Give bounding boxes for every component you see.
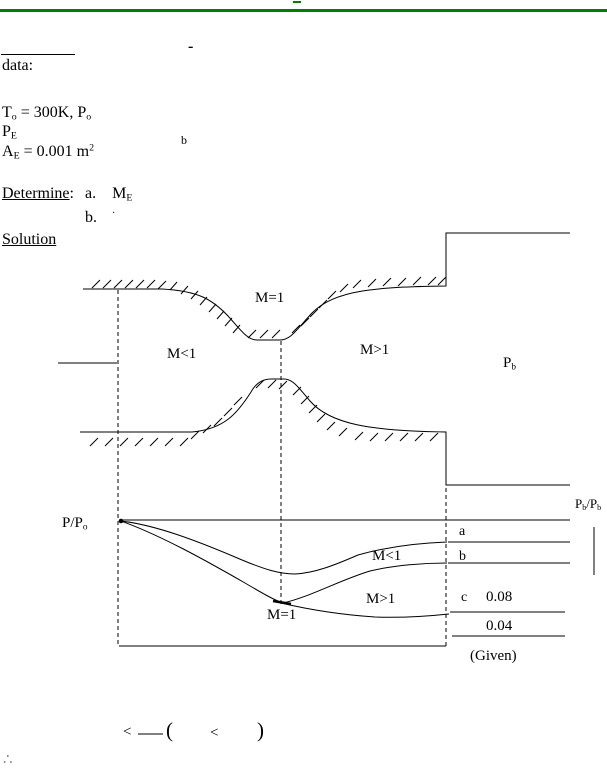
- a-mid: = 0.001 m: [19, 143, 90, 160]
- lower-wall-hatching: [89, 379, 439, 447]
- data-label: data:: [2, 57, 34, 74]
- stray-b: b: [181, 133, 187, 147]
- t-subscript-2: o: [86, 111, 92, 123]
- back-pressure-label: Pb: [503, 355, 516, 372]
- given-line-stagnation: To = 300K, Po: [2, 104, 91, 122]
- determine-line: Determine: a. ME: [2, 185, 132, 203]
- therefore-symbol: ∴: [3, 752, 13, 768]
- header-accent-line: [0, 9, 607, 12]
- determine-label: Determine: [2, 185, 70, 202]
- right-axis-label: Pb/Pb: [575, 496, 601, 512]
- blank-word-underline: [1, 54, 75, 55]
- stray-dash: -: [188, 38, 194, 55]
- a-base: A: [2, 143, 14, 160]
- given-label: (Given): [470, 648, 517, 664]
- right-label-s1: b: [582, 503, 587, 512]
- graph-m-gt-1-label: M>1: [366, 591, 396, 607]
- p-base: P: [2, 123, 11, 140]
- nozzle-m-gt-1-label: M>1: [360, 342, 390, 358]
- nozzle-m-lt-1-label: M<1: [167, 346, 197, 362]
- lower-wall-path: [80, 378, 570, 486]
- graph-m-eq-1-label: M=1: [267, 607, 297, 623]
- value-008-label: 0.08: [486, 589, 513, 605]
- footer-lt-symbol-1: <: [123, 724, 132, 740]
- right-label-s2: b: [597, 503, 602, 512]
- upper-wall-hatching: [91, 276, 447, 339]
- graph-m-lt-1-label: M<1: [372, 548, 402, 564]
- ylabel-base: P/P: [62, 515, 83, 531]
- a-superscript: 2: [89, 142, 95, 154]
- nozzle-m-eq-1-label: M=1: [255, 290, 285, 306]
- sonic-junction-mark: [272, 599, 292, 606]
- footer-open-paren: (: [166, 718, 173, 742]
- header-accent-dash: [293, 1, 301, 3]
- curve-supersonic-c: [280, 602, 450, 618]
- level-b-label: b: [459, 549, 466, 564]
- graph-ylabel: P/Po: [62, 515, 88, 532]
- pb-base: P: [503, 355, 512, 371]
- level-c-label: c: [461, 590, 468, 605]
- t-subscript: o: [11, 111, 17, 123]
- me-base: M: [112, 185, 127, 202]
- item-b-label: b.: [85, 209, 97, 226]
- me-subscript: E: [126, 192, 133, 204]
- footer-lt-symbol-2: <: [210, 725, 219, 741]
- right-label-p1: P: [575, 496, 583, 511]
- ylabel-subscript: o: [82, 522, 88, 533]
- upper-wall-path: [83, 232, 570, 341]
- item-a-label: a.: [84, 185, 97, 202]
- curve-subsonic-a: [120, 520, 448, 575]
- solution-label: Solution: [2, 231, 57, 248]
- determine-colon: :: [69, 185, 74, 202]
- pb-subscript: b: [511, 362, 516, 373]
- curve-subsonic-b: [120, 520, 448, 604]
- given-line-exit-area: AE = 0.001 m2: [2, 143, 94, 161]
- right-label-p2: /P: [586, 496, 598, 511]
- a-subscript: E: [13, 150, 20, 162]
- given-line-exit-pressure: PE: [2, 123, 17, 141]
- item-b-dot: ·: [112, 208, 116, 219]
- p-subscript: E: [10, 130, 17, 142]
- value-004-label: 0.04: [486, 618, 513, 634]
- footer-close-paren: ): [257, 718, 264, 742]
- t-rest: = 300K, P: [16, 104, 87, 121]
- t-base: T: [2, 104, 12, 121]
- level-a-label: a: [459, 524, 466, 539]
